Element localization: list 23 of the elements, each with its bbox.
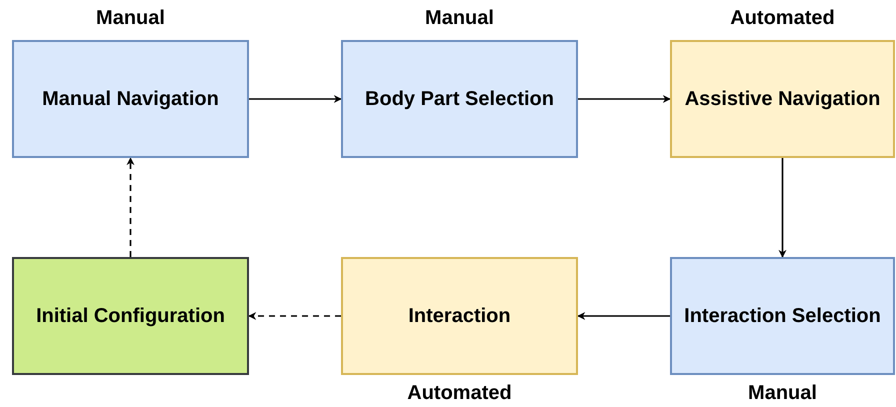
arrow (578, 95, 671, 103)
mode-label: Automated (730, 6, 835, 30)
mode-label: Manual (96, 6, 165, 30)
box-label: Assistive Navigation (684, 86, 882, 112)
arrow (778, 158, 786, 258)
process-box (341, 40, 578, 158)
arrow (577, 312, 670, 320)
arrow (248, 312, 341, 320)
arrow (126, 157, 134, 257)
box-label: Interaction (407, 304, 512, 328)
box-label: Interaction Selection (683, 304, 882, 328)
mode-label: Manual (425, 6, 494, 30)
process-box (12, 257, 249, 375)
process-box (670, 257, 895, 375)
process-box (670, 40, 895, 158)
box-label: Body Part Selection (364, 86, 555, 112)
process-box (12, 40, 249, 158)
box-label: Initial Configuration (35, 304, 226, 328)
box-label: Manual Navigation (41, 86, 220, 112)
arrow (249, 95, 342, 103)
mode-label: Manual (748, 381, 817, 405)
mode-label: Automated (407, 381, 512, 405)
process-box (341, 257, 578, 375)
